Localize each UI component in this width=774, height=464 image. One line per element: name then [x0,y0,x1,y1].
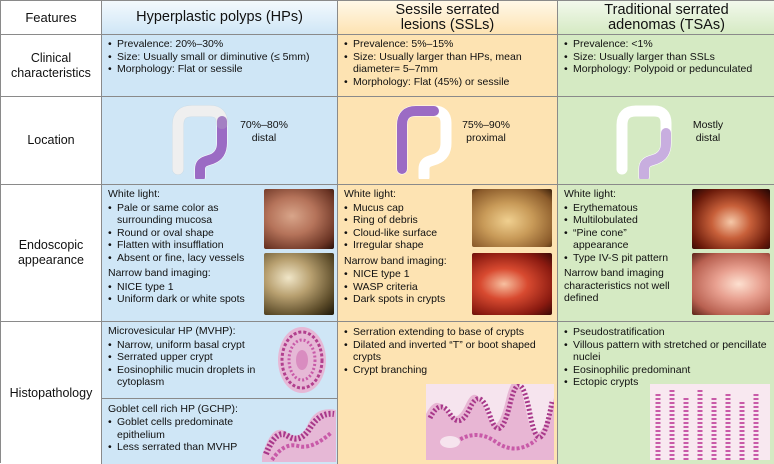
histology-image-ssl [426,384,554,460]
endoscopic-hp-nbi-item: Uniform dark or white spots [108,293,268,306]
clinical-ssl-item: Size: Usually larger than HPs, mean diam… [344,51,553,76]
clinical-tsa: Prevalence: <1% Size: Usually larger tha… [558,35,774,97]
histology-image-gchp [262,409,336,462]
location-tsa-pct: Mostly [692,119,724,131]
location-hp-site: distal [251,131,277,144]
header-features: Features [1,1,102,35]
histo-hp-mvhp-item: Serrated upper crypt [108,351,263,364]
endoscopic-hp-nbi-title: Narrow band imaging: [108,267,211,279]
clinical-ssl-item: Prevalence: 5%–15% [344,38,553,51]
colon-distal-icon [616,105,672,179]
location-tsa-site: distal [695,131,721,144]
location-tsa: Mostly distal [558,97,774,185]
histo-hp-mvhp-title: Microvesicular HP (MVHP): [108,325,236,337]
location-ssl-pct: 75%–90% [462,119,510,131]
row-label-endoscopic: Endoscopic appearance [1,185,102,322]
row-label-histopathology: Histopathology [1,322,102,464]
histo-tsa-item: Eosinophilic predominant [564,364,771,377]
endoscopic-hp-white-item: Absent or fine, lacy vessels [108,252,258,265]
endoscopic-tsa: White light: Erythematous Multilobulated… [558,185,774,322]
endoscopy-photo-nbi [472,253,552,315]
location-ssl: 75%–90% proximal [338,97,558,185]
clinical-tsa-item: Size: Usually larger than SSLs [564,51,771,64]
row-label-endoscopic-text: Endoscopic appearance [17,238,85,267]
endoscopy-photo-white-light [472,189,552,247]
histology-image-tsa [650,384,770,460]
histology-image-mvhp [278,327,326,393]
histo-hp-mvhp-item: Narrow, uniform basal crypt [108,339,263,352]
row-label-location: Location [1,97,102,185]
header-features-label: Features [25,10,77,25]
location-hp-pct: 70%–80% [240,119,288,131]
endoscopic-tsa-white-item: “Pine cone” appearance [564,227,684,252]
location-hp: 70%–80% distal [102,97,338,185]
endoscopic-ssl-white-item: Cloud-like surface [344,227,553,240]
row-label-clinical-text: Clinical characteristics [11,50,91,80]
endoscopic-hp-white-title: White light: [108,188,160,200]
histo-hp-gchp-title: Goblet cell rich HP (GCHP): [108,403,238,415]
header-tsa-label: Traditional serrated adenomas (TSAs) [604,1,729,33]
clinical-hp-item: Morphology: Flat or sessile [108,63,333,76]
histo-hp-gchp-item: Less serrated than MVHP [108,441,258,454]
endoscopic-tsa-white-title: White light: [564,188,616,200]
endoscopic-hp-white-item: Flatten with insufflation [108,239,258,252]
endoscopic-tsa-white-item: Multilobulated [564,214,684,227]
endoscopic-ssl-white-item: Irregular shape [344,239,553,252]
header-tsa: Traditional serrated adenomas (TSAs) [558,1,774,35]
endoscopic-tsa-white-item: Type IV-S pit pattern [564,252,684,265]
endoscopic-tsa-white-item: Erythematous [564,202,684,215]
colon-distal-icon [172,105,228,179]
header-hp: Hyperplastic polyps (HPs) [102,1,338,35]
clinical-ssl: Prevalence: 5%–15% Size: Usually larger … [338,35,558,97]
header-ssl-label: Sessile serrated lesions (SSLs) [395,1,500,33]
endoscopy-photo-nbi [264,253,334,315]
histo-hp: Microvesicular HP (MVHP): Narrow, unifor… [102,322,338,464]
endoscopy-photo-white-light [264,189,334,249]
histo-hp-gchp-item: Goblet cells predominate epithelium [108,416,258,441]
clinical-hp-item: Size: Usually small or diminutive (≤ 5mm… [108,51,333,64]
clinical-hp-item: Prevalence: 20%–30% [108,38,333,51]
endoscopic-hp-white-item: Pale or same color as surrounding mucosa [108,202,258,227]
header-ssl: Sessile serrated lesions (SSLs) [338,1,558,35]
clinical-tsa-item: Morphology: Polypoid or pedunculated [564,63,771,76]
row-label-histopathology-text: Histopathology [9,385,93,400]
clinical-tsa-item: Prevalence: <1% [564,38,771,51]
endoscopic-hp-nbi-item: NICE type 1 [108,281,268,294]
histo-tsa: Pseudostratification Villous pattern wit… [558,322,774,464]
histo-tsa-item: Ectopic crypts [564,376,771,389]
clinical-hp: Prevalence: 20%–30% Size: Usually small … [102,35,338,97]
header-hp-label: Hyperplastic polyps (HPs) [136,9,303,25]
endoscopic-ssl: White light: Mucus cap Ring of debris Cl… [338,185,558,322]
endoscopic-ssl-white-title: White light: [344,188,396,200]
histo-ssl-item: Crypt branching [344,364,553,377]
histo-tsa-item: Villous pattern with stretched or pencil… [564,339,771,364]
colon-proximal-icon [396,105,452,179]
endoscopic-hp-white-item: Round or oval shape [108,227,258,240]
endoscopy-photo-white-light [692,189,770,249]
endoscopic-ssl-nbi-item: Dark spots in crypts [344,293,553,306]
location-ssl-site: proximal [466,131,506,144]
histo-ssl: Serration extending to base of crypts Di… [338,322,558,464]
histo-hp-mvhp-item: Eosinophilic mucin droplets in cytoplasm [108,364,263,389]
histo-ssl-item: Serration extending to base of crypts [344,326,553,339]
endoscopic-ssl-nbi-item: WASP criteria [344,281,553,294]
endoscopic-ssl-white-item: Ring of debris [344,214,553,227]
endoscopic-ssl-nbi-title: Narrow band imaging: [344,254,447,267]
row-label-location-text: Location [27,133,75,147]
clinical-ssl-item: Morphology: Flat (45%) or sessile [344,76,553,89]
endoscopic-tsa-nbi-note: Narrow band imaging characteristics not … [564,267,670,304]
histo-hp-divider [102,398,337,399]
histo-tsa-item: Pseudostratification [564,326,771,339]
endoscopic-hp: White light: Pale or same color as surro… [102,185,338,322]
row-label-clinical: Clinical characteristics [1,35,102,97]
endoscopy-photo-white-light-2 [692,253,770,315]
endoscopic-ssl-nbi-item: NICE type 1 [344,268,553,281]
histo-ssl-item: Dilated and inverted “T” or boot shaped … [344,339,553,364]
endoscopic-ssl-white-item: Mucus cap [344,202,553,215]
